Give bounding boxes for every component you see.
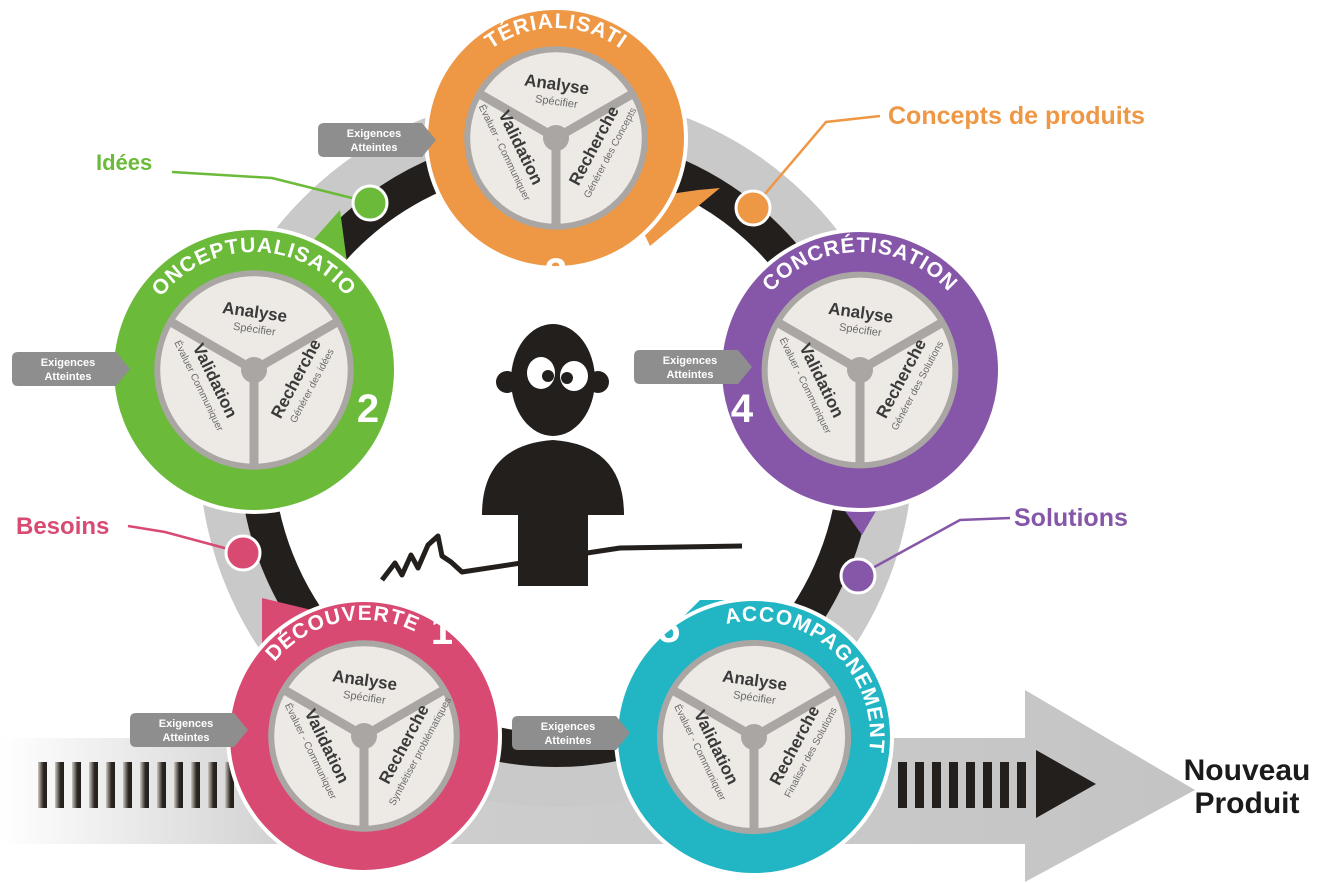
dash-segment bbox=[208, 762, 217, 808]
phase-number: 3 bbox=[545, 251, 567, 295]
callout-concepts-de-produits: Concepts de produits bbox=[888, 102, 1145, 130]
wheel-spoke bbox=[168, 318, 259, 375]
dash-segment bbox=[123, 762, 132, 808]
dash-segment bbox=[191, 762, 200, 808]
exigences-line2: Atteintes bbox=[162, 732, 209, 744]
result-label-line1: Nouveau bbox=[1184, 754, 1311, 787]
analyse-sub: Spécifier bbox=[232, 321, 276, 339]
dash-segment bbox=[157, 762, 166, 808]
wheel-spoke bbox=[477, 90, 561, 143]
analyse-sub: Spécifier bbox=[534, 93, 578, 111]
dash-segment bbox=[966, 762, 975, 808]
dash-segment bbox=[1000, 762, 1009, 808]
wheel-spoke bbox=[281, 686, 369, 741]
wheel-spoke bbox=[359, 686, 447, 741]
analyse-sub: Spécifier bbox=[732, 689, 776, 707]
wheel-hub bbox=[351, 723, 377, 749]
dash-segment bbox=[225, 762, 234, 808]
wheel-spoke bbox=[855, 319, 945, 375]
wheel-hub bbox=[741, 724, 767, 750]
dash-arrowhead bbox=[1036, 750, 1096, 818]
phase-number: 4 bbox=[731, 387, 754, 431]
dash-segment bbox=[949, 762, 958, 808]
dash-segment bbox=[915, 762, 924, 808]
dash-segment bbox=[106, 762, 115, 808]
exigences-line1: Exigences bbox=[347, 128, 401, 140]
exigences-line1: Exigences bbox=[663, 355, 717, 367]
wheel-spoke bbox=[670, 686, 759, 742]
result-label-line2: Produit bbox=[1195, 787, 1300, 820]
dash-segment bbox=[72, 762, 81, 808]
phase-number: 2 bbox=[357, 387, 379, 431]
exigences-line1: Exigences bbox=[41, 357, 95, 369]
thinker-figure-icon bbox=[380, 324, 743, 586]
analyse-sub: Spécifier bbox=[342, 689, 386, 707]
wheel-hub bbox=[241, 357, 267, 383]
wheel-hub bbox=[543, 125, 569, 151]
callout-connectors bbox=[127, 114, 1011, 595]
analyse-sub: Spécifier bbox=[838, 321, 882, 339]
dash-track-left bbox=[38, 762, 234, 808]
wheel-spoke bbox=[775, 319, 865, 375]
wheel-spoke bbox=[551, 90, 635, 143]
callout-besoins: Besoins bbox=[16, 513, 109, 540]
exigences-line2: Atteintes bbox=[350, 142, 397, 154]
exigences-line1: Exigences bbox=[159, 718, 213, 730]
dash-track-right bbox=[898, 762, 1026, 808]
phase-number: 1 bbox=[431, 609, 453, 653]
dash-segment bbox=[1017, 762, 1026, 808]
dash-segment bbox=[89, 762, 98, 808]
phase-number: 5 bbox=[658, 607, 680, 651]
callout-idees: Idées bbox=[96, 150, 152, 175]
exigences-line2: Atteintes bbox=[666, 369, 713, 381]
wheel-hub bbox=[847, 357, 873, 383]
exigences-line2: Atteintes bbox=[544, 735, 591, 747]
dash-segment bbox=[932, 762, 941, 808]
wheel-spoke bbox=[249, 318, 340, 375]
wheel-spoke bbox=[749, 686, 838, 742]
dash-segment bbox=[38, 762, 47, 808]
dash-segment bbox=[898, 762, 907, 808]
dash-segment bbox=[140, 762, 149, 808]
dash-segment bbox=[55, 762, 64, 808]
callout-solutions: Solutions bbox=[1014, 504, 1128, 532]
exigences-line1: Exigences bbox=[541, 721, 595, 733]
exigences-line2: Atteintes bbox=[44, 371, 91, 383]
dash-segment bbox=[983, 762, 992, 808]
dash-segment bbox=[174, 762, 183, 808]
